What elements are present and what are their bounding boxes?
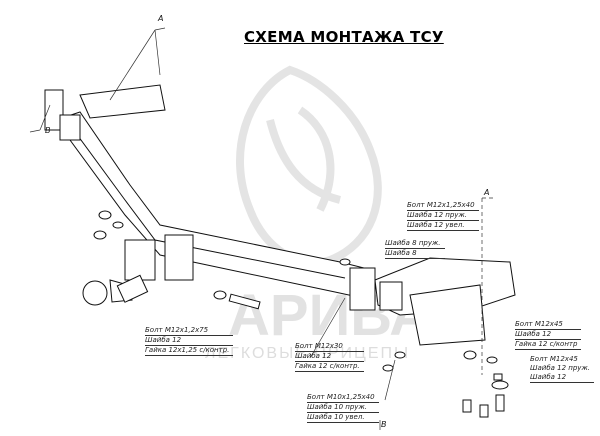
callout-line: Шайба 8 пруж. [385, 239, 445, 249]
callout-line: Шайба 12 пруж. [530, 364, 590, 372]
callout-line: Шайба 12 увел. [407, 221, 479, 231]
callout-line: Шайба 10 увел. [307, 413, 379, 423]
callout-line: Шайба 8 [385, 249, 445, 259]
leader-lines [29, 27, 495, 430]
page-title: СХЕМА МОНТАЖА ТСУ [244, 28, 444, 46]
callout-line: Болт M12x30 [295, 342, 364, 352]
callout-line: Гайка 12x1,25 с/контр. [145, 346, 234, 356]
callout-line: Шайба 10 пруж. [307, 403, 379, 413]
watermark-logo [236, 65, 382, 267]
hitch-beam [44, 84, 516, 418]
callout-bolt-m10x1-25x40: Болт M10x1,25x40 Шайба 10 пруж. Шайба 10… [307, 393, 379, 423]
callout-line: Гайка 12 с/контр. [295, 362, 364, 372]
callout-line: Болт M12x45 [515, 320, 582, 330]
callout-line: Шайба 12 [295, 352, 364, 362]
callout-bolt-m12x45-nut: Болт M12x45 Шайба 12 Гайка 12 с/контр [515, 320, 582, 350]
watermark-subtitle: ЛЕГКОВЫЕ ПРИЦЕПЫ [205, 345, 411, 362]
ref-a-right: A [484, 188, 490, 197]
callout-bolt-m12x30: Болт M12x30 Шайба 12 Гайка 12 с/контр. [295, 342, 364, 372]
ref-b-bottom: B [381, 420, 387, 429]
callout-line: Болт M12x1,2x75 [145, 326, 234, 336]
ref-a-top: A [158, 14, 164, 23]
callout-bolt-m12x1-2x75: Болт M12x1,2x75 Шайба 12 Гайка 12x1,25 с… [145, 326, 234, 356]
callout-bolt-m12x45-washer: Болт M12x45 Шайба 12 пруж. Шайба 12 [530, 355, 594, 383]
callout-washer-8: Шайба 8 пруж. Шайба 8 [385, 239, 445, 259]
callout-line: Шайба 12 [530, 373, 594, 383]
callout-line: Шайба 12 [145, 336, 234, 346]
callout-bolt-m12x1-25x40: Болт M12x1,25x40 Шайба 12 пруж. Шайба 12… [407, 201, 479, 231]
callout-line: Болт M12x1,25x40 [407, 201, 479, 211]
callout-line: Болт M10x1,25x40 [307, 393, 379, 403]
ref-b-left: B [45, 126, 51, 135]
callout-line: Шайба 12 [515, 330, 582, 340]
callout-line: Болт M12x45 [530, 355, 578, 363]
callout-line: Шайба 12 пруж. [407, 211, 479, 221]
callout-line: Гайка 12 с/контр [515, 340, 582, 350]
